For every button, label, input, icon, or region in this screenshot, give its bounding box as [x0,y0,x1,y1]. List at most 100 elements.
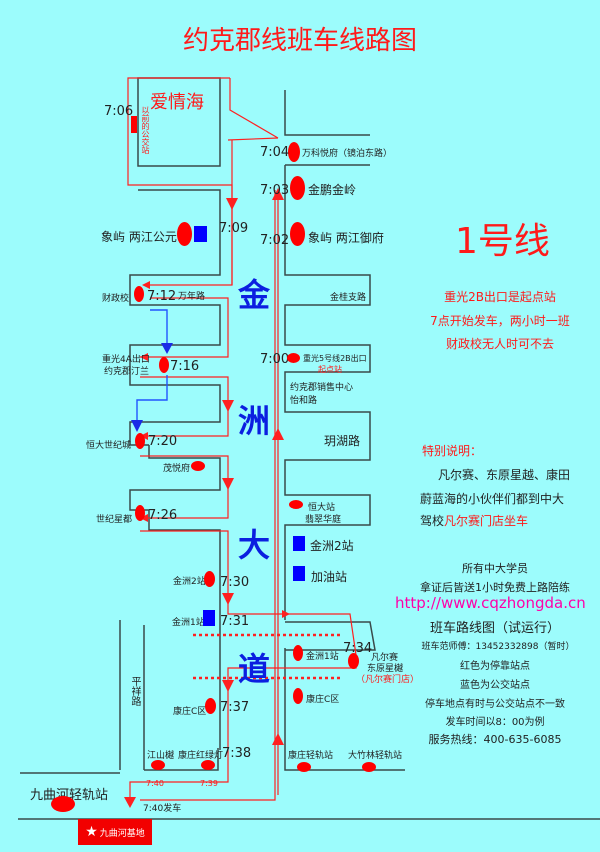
stop-dongyuan: 东原星樾 [367,664,404,674]
depart-time: 7:40发车 [143,804,182,814]
time-730: 7:30 [220,575,250,590]
arrow-up [272,428,284,440]
driver-contact: 班车范师傅：13452332898（暂时） [421,642,575,652]
stop-cq4a: 重光4A出口 [102,355,150,365]
road-char: 洲 [238,402,271,440]
stop-marker [135,433,145,449]
stop-marker [287,353,300,363]
time-737: 7:37 [220,700,250,715]
time-738: 7:38 [222,746,252,761]
time-734: 7:34 [343,641,373,656]
special-line3-prefix: 驾校 [420,514,445,528]
block-outline [129,445,221,511]
legend-note: 停车地点有时与公交站点不一致 [425,699,565,710]
arrow-down [124,797,136,808]
stop-marker [151,760,165,770]
route-line [227,137,279,141]
road-char: 大 [238,526,271,564]
stop-jinzhou1: 金洲1站 [306,652,339,662]
promo-url[interactable]: http://www.cqzhongda.cn [395,594,586,612]
promo-line2: 拿证后皆送1小时免费上路陪练 [420,581,570,594]
stop-marker [362,762,376,772]
arrow-down [222,400,234,412]
time-720: 7:20 [148,434,178,449]
stop-marker [297,762,311,772]
road-jingui: 金桂支路 [330,293,367,303]
stop-caizhengxiao: 财政校 [102,294,130,304]
bus-route-line [150,309,168,350]
stop-marker [289,500,303,509]
block-outline [144,748,219,771]
promo-line1: 所有中大学员 [462,562,528,575]
stop-jiuquhe-rail: 九曲河轻轨站 [30,788,109,803]
stop-feicui: 翡翠华庭 [305,515,342,525]
note-start: 重光2B出口是起点站 [444,290,556,304]
block-outline [148,510,221,750]
block-outline [129,189,221,365]
stop-versailles: 凡尔赛 [371,653,399,663]
stop-hengda-city: 恒大世纪城 [86,441,132,451]
stop-dazhulin-rail: 大竹林轻轨站 [348,751,403,761]
stop-kangzhuang-c: 康庄C区 [306,695,340,705]
stop-maoyue: 茂悦府 [163,464,191,474]
arrow-up [272,188,284,200]
arrow-down [222,478,234,490]
stop-hengda-station: 恒大站 [308,503,336,513]
arrow-left [140,353,148,361]
star-icon: ★ [85,824,98,840]
route-line [127,77,233,286]
bus-stop-marker [194,226,207,242]
special-line3-red: 凡尔赛门店坐车 [444,514,529,528]
road-char: 道 [238,650,271,688]
stop-kangzhuang-light: 康庄红绿灯 [178,751,224,761]
time-740: 7:40 [146,779,164,788]
time-739: 7:39 [200,779,218,788]
arrow-down [222,680,234,692]
stop-marker [135,505,145,521]
stop-marker [191,461,205,471]
versailles-store-label: （凡尔赛门店） [356,675,420,685]
bus-stop-marker [293,566,305,581]
bus-stop-marker [293,536,305,551]
line-number: 1号线 [455,221,550,262]
place-yorkshire-sales: 约克郡销售中心 [290,383,354,393]
stop-cq5: 重光5号线2B出口 [303,354,367,363]
stop-marker [288,142,300,162]
time-726: 7:26 [148,508,178,523]
time-700: 7:00 [260,352,290,367]
route-line [140,297,229,358]
stop-marker [293,688,303,704]
stop-jinzhou2-left: 金洲2站 [173,577,206,587]
arrow-up [272,733,284,745]
stop-marker [177,222,192,246]
old-bus-stop-label: 以前的公交站 [141,106,150,154]
legend-red: 红色为停靠站点 [460,661,530,672]
stop-yorkshire-tinglan: 约克郡汀兰 [104,367,150,377]
legend-example: 发车时间以8：00为例 [445,717,545,728]
stop-jiangshan: 江山樾 [147,751,175,761]
stop-kangzhuang-rail: 康庄轻轨站 [288,751,334,761]
time-704: 7:04 [260,145,290,160]
route-line [140,376,229,437]
bus-arrow-down [161,343,173,354]
road-char: 金 [238,276,271,314]
stop-aiqinghai: 爱情海 [150,92,204,113]
road-pingxiang: 平祥路 [129,676,140,706]
stop-kangzhuang-c-left: 康庄C区 [173,707,207,717]
block-outline [285,621,376,651]
stop-marker [348,653,359,669]
special-line1: 凡尔赛、东原星越、康田 [438,468,571,482]
route-line [140,530,357,656]
stop-marker [293,645,303,661]
stop-marker [205,698,216,714]
legend-blue: 蓝色为公交站点 [460,680,530,691]
road-yuehu: 玥湖路 [324,434,361,448]
arrow-down [222,593,234,605]
stop-shijixingdu: 世纪星都 [96,515,133,525]
block-outline [284,90,370,136]
special-line2: 蔚蓝海的小伙伴们都到中大 [420,492,565,506]
arrow-left [142,281,150,289]
stop-marker [290,176,305,200]
hotline: 服务热线：400-635-6085 [428,733,562,746]
route-line [229,78,279,139]
